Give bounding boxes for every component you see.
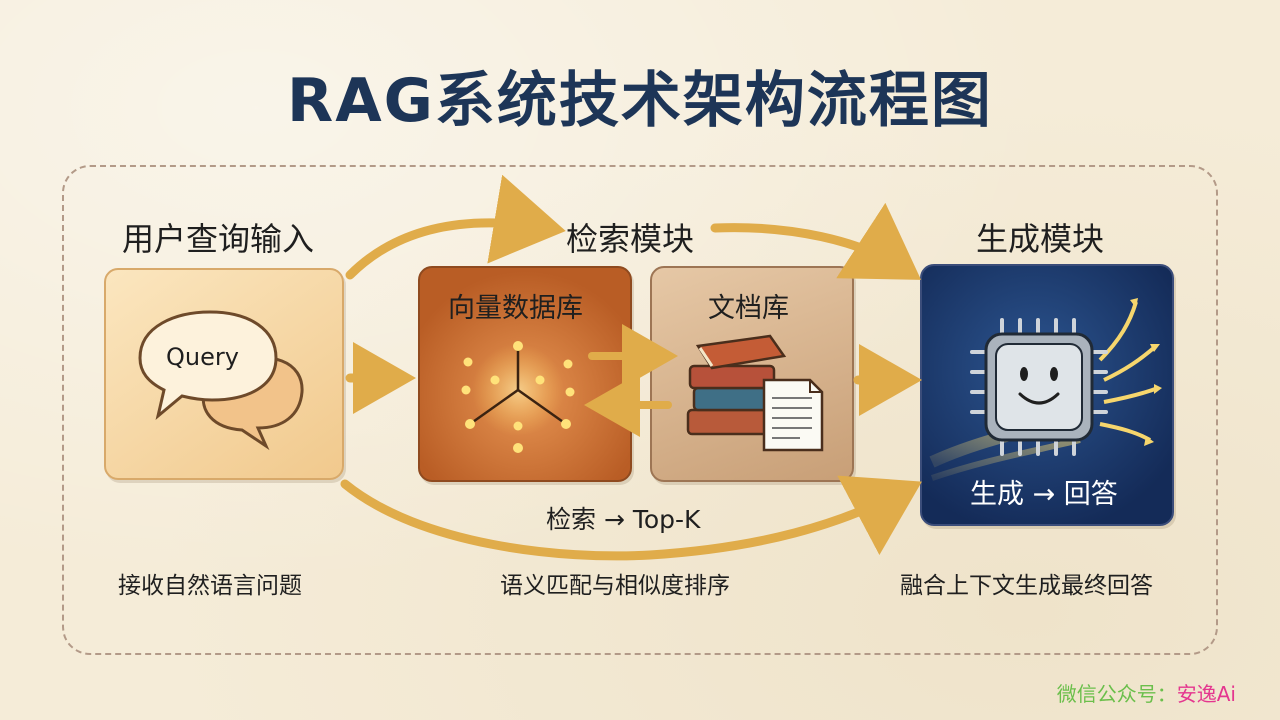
query-bubble-text: Query [166,343,239,371]
input-section-label: 用户查询输入 [122,220,315,258]
page-title: RAG系统技术架构流程图 [287,66,993,136]
generation-inner-text: 生成 → 回答 [970,479,1118,510]
bottom-curve-arrow [340,475,922,561]
watermark-name: 安逸Ai [1176,682,1236,706]
speech-bubble-icon [138,310,304,451]
top-curve-arrow-1 [345,174,566,280]
generation-section-label: 生成模块 [976,220,1105,258]
books-icon [686,334,787,436]
chip-smiley-icon [929,298,1162,481]
document-icon [762,378,824,452]
retrieval-caption: 语义匹配与相似度排序 [500,573,730,599]
watermark: 微信公众号：安逸Ai [1057,678,1236,707]
watermark-prefix: 微信公众号： [1056,682,1177,706]
diagram-frame [62,165,1218,655]
input-caption: 接收自然语言问题 [118,573,302,599]
retrieval-section-label: 检索模块 [566,220,695,258]
doc-store-title: 文档库 [708,293,789,324]
vector-db-title: 向量数据库 [448,293,583,324]
generation-caption: 融合上下文生成最终回答 [900,573,1153,599]
vector-graph-icon [461,341,575,453]
retrieval-flow-text: 检索 → Top-K [546,505,701,534]
top-curve-arrow-2 [710,202,922,280]
